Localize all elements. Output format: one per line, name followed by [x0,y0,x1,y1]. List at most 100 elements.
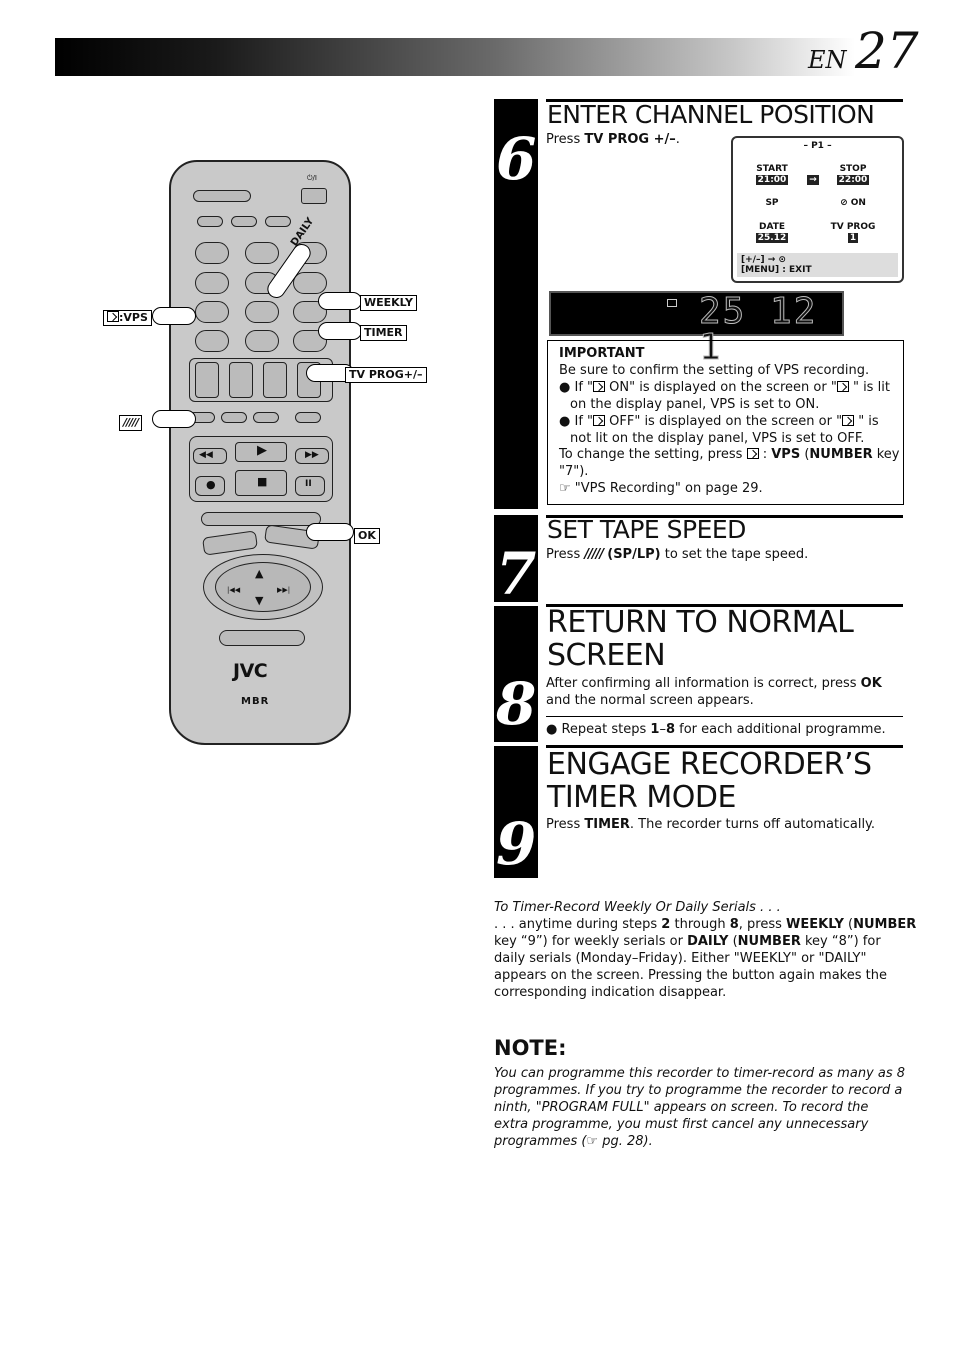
important-bullet-1-cont: on the display panel, VPS is set to ON. [570,397,820,412]
text: If " [574,380,594,395]
vps-icon [593,415,606,426]
vps-icon [842,415,855,426]
pointing-hand-icon: ☞ [559,481,575,496]
vps-callout: :VPS [103,310,152,326]
text: . [675,132,680,147]
important-title: IMPORTANT [559,345,644,362]
text: ( [843,917,854,932]
osd-foot-line2: [MENU] : EXIT [741,265,812,275]
vps-icon [107,311,119,322]
stop-icon: ■ [257,475,268,488]
number-key-name: NUMBER [853,917,917,932]
skip-forward-icon: ▶▶| [277,586,291,594]
weekly-callout: WEEKLY [360,295,417,311]
vps-symbol-icon: ⊘ [840,198,851,208]
text: Press [546,132,585,147]
remote-small-button [265,216,291,227]
sp-lp-icon: ///// [584,547,604,562]
step-9-title-line-1: ENGAGE RECORDER’S [547,747,872,782]
remote-number-key [195,242,229,264]
vps-indicator-icon [667,299,677,307]
step-8-rule [546,604,903,607]
hand-pointer-icon [318,292,362,310]
step-ref: 8 [729,917,739,932]
language-label: EN [808,46,847,74]
serials-line-3: daily serials (Monday–Friday). Either "W… [494,951,867,966]
step-8-text: After confirming all information is corr… [546,675,882,692]
remote-display-window [193,190,251,202]
pause-icon: II [305,479,312,489]
panel-digits: 25 12 1 [699,291,818,368]
text: Press [546,817,585,832]
page-number: 27 [855,22,919,80]
remote-number-key [245,242,279,264]
osd-date-value: 25.12 [742,233,802,243]
remote-joystick [215,562,311,612]
remote-small-button [231,216,257,227]
remote-number-key [245,330,279,352]
text: key [872,447,900,462]
text: " is lit [848,380,890,395]
step-6-bar [494,99,538,509]
remote-plus-minus-key [263,362,287,398]
remote-small-button [197,216,223,227]
osd-stop-label: STOP [839,164,867,174]
sp-lp-key-name: (SP/LP) [607,547,661,562]
step-6-text: Press TV PROG +/–. [546,131,680,148]
play-icon: ▶ [257,443,267,458]
serials-line-4: appears on the screen. Pressing the butt… [494,968,887,983]
osd-start-label: START [756,164,788,174]
remote-menu-button [201,512,321,526]
vps-icon [593,381,606,392]
arrow-icon: → [807,175,819,185]
skip-back-icon: |◀◀ [227,586,241,594]
up-arrow-icon: ▲ [255,567,264,580]
remote-rewind-button [193,448,227,464]
step-7-bar [494,515,538,602]
serials-heading: To Timer-Record Weekly Or Daily Serials … [494,900,781,915]
hand-pointer-icon [152,410,196,428]
text: , press [738,917,787,932]
important-change: To change the setting, press : VPS (NUMB… [559,446,899,463]
text: ( [800,447,810,462]
important-line: Be sure to confirm the setting of VPS re… [559,363,870,378]
timer-callout: TIMER [360,325,407,341]
step-7-number: 7 [496,540,537,608]
serials-line-2: key “9”) for weekly serials or DAILY (NU… [494,933,881,950]
osd-date-label: DATE [758,222,786,232]
remote-number-key [245,301,279,323]
step-9-title-line-2: TIMER MODE [547,780,736,815]
remote-power-button [301,188,327,204]
remote-bottom-button [219,630,305,646]
remote-small-button [221,412,247,423]
text: If " [574,414,594,429]
display-panel: 25 12 1 [549,291,844,366]
text: . The recorder turns off automatically. [629,817,876,832]
serials-line-1: . . . anytime during steps 2 through 8, … [494,916,916,933]
number-key-name: NUMBER [809,447,873,462]
timer-key-name: TIMER [584,817,630,832]
remote-stop-button [235,470,287,496]
remote-play-button [235,442,287,462]
note-line-2: programmes. If you try to programme the … [494,1083,903,1098]
brand-logo: JVC [233,660,268,682]
weekly-key-name: WEEKLY [786,917,844,932]
note-line-5: programmes (☞ pg. 28). [494,1134,653,1149]
remote-number-key [293,301,327,323]
header-bar [55,38,855,76]
step-6-rule [546,99,903,102]
vps-callout-label: :VPS [119,311,148,324]
step-7-text: Press ///// (SP/LP) to set the tape spee… [546,546,808,563]
step-8-repeat: ● Repeat steps 1–8 for each additional p… [546,722,886,737]
step-8-number: 8 [496,670,537,738]
remote-pause-button [295,476,325,496]
vps-key-name: VPS [771,447,801,462]
text: Press [546,547,585,562]
step-8-text-cont: and the normal screen appears. [546,693,754,708]
text: key “8”) for [800,934,881,949]
osd-tvprog-label: TV PROG [830,222,876,232]
osd-speed: SP [765,198,779,208]
sp-lp-callout: ///// [119,415,143,431]
text: Repeat steps [561,722,651,737]
text: key “9”) for weekly serials or [494,934,688,949]
